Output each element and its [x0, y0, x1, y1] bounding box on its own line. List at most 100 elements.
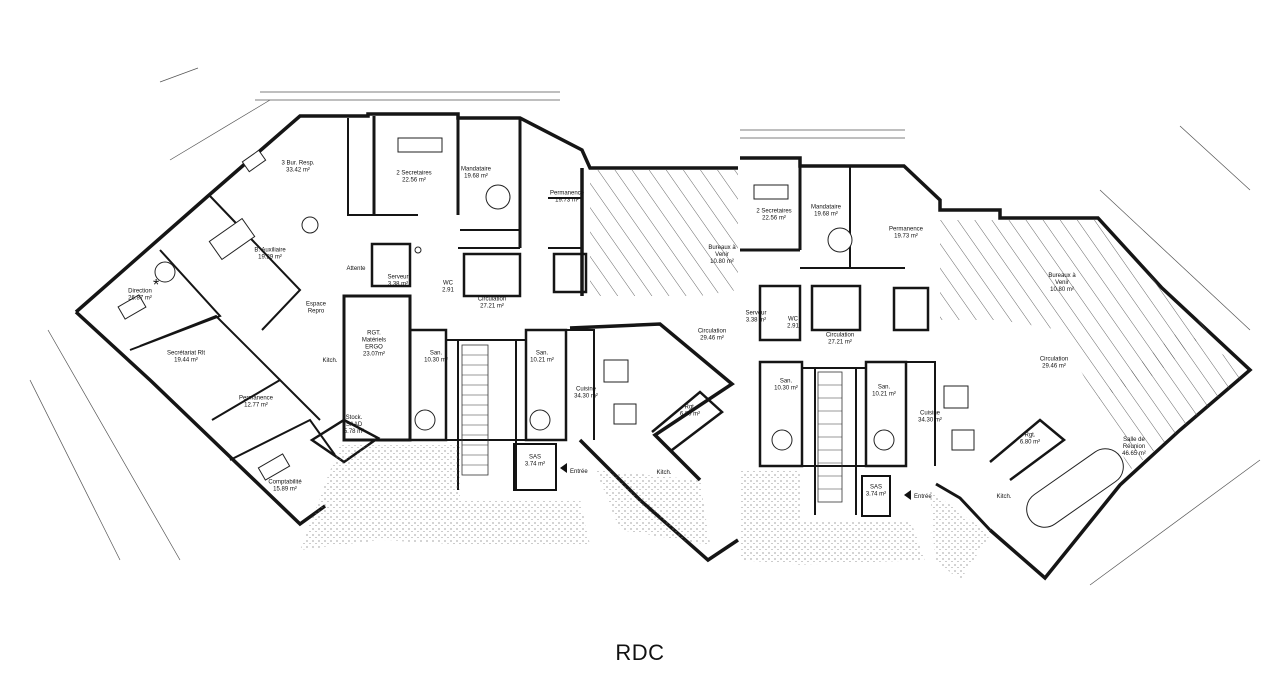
entrance-label-right: Entrée	[914, 494, 932, 500]
room-label-line: Mandataire	[461, 167, 492, 173]
room-label-line: 29.46 m²	[1042, 364, 1066, 370]
room-label-line: 46.65 m²	[1122, 451, 1146, 457]
room-label-line: 3.38 m²	[746, 318, 766, 324]
room-label-line: 10.80 m²	[710, 259, 734, 265]
room-label-line: Rgt.	[1024, 433, 1035, 439]
room-label-line: 2 Secretaires	[396, 171, 431, 177]
room-label-line: 6.80 m²	[680, 412, 700, 418]
room-label-line: 5.78 m²	[344, 429, 364, 435]
sas-box-left	[513, 443, 557, 491]
entrance-arrow-right	[904, 490, 911, 500]
plan-caption: RDC	[615, 640, 665, 665]
room-label-line: B. Auxiliaire	[254, 248, 286, 254]
room-label-line: 33.42 m²	[286, 168, 310, 174]
room-label-line: 3.74 m²	[866, 492, 886, 498]
room-label-line: Direction	[128, 289, 152, 295]
room-label-line: Bureaux à	[708, 245, 736, 251]
room-label-line: Cuisine	[576, 387, 597, 393]
room-label-line: RGT.	[367, 331, 381, 337]
room-label-line: Venir	[1055, 280, 1069, 286]
room-label-kitch-right: Kitch.	[996, 494, 1011, 500]
room-label-line: Salle de	[1123, 437, 1145, 443]
room-label-line: WC	[788, 317, 799, 323]
sas-box-right	[861, 475, 891, 517]
room-label-line: 15.89 m²	[273, 487, 297, 493]
room-label-line: Réunion	[1123, 444, 1145, 450]
future-offices-hatch-right	[940, 220, 1210, 400]
furniture-right	[753, 184, 975, 451]
room-label-line: Kitch.	[322, 358, 337, 364]
room-label-line: Espace	[306, 302, 327, 308]
room-label-line: Venir	[715, 252, 729, 258]
room-label-line: 10.21 m²	[530, 358, 554, 364]
room-label-line: 19.29 m²	[258, 255, 282, 261]
room-label-line: San.	[536, 351, 549, 357]
entrance-arrow-left	[560, 463, 567, 473]
room-label-line: 2.91	[442, 288, 454, 294]
room-label-line: 10.30 m²	[424, 358, 448, 364]
room-label-line: 27.21 m²	[828, 340, 852, 346]
room-label-line: 29.46 m²	[700, 336, 724, 342]
room-label-attente: Attente	[346, 266, 366, 272]
room-label-line: Rgt.	[684, 405, 695, 411]
room-label-3-bur-resp: 3 Bur. Resp.33.42 m²	[281, 161, 314, 174]
room-label-line: 27.21 m²	[480, 304, 504, 310]
room-label-line: 19.68 m²	[464, 174, 488, 180]
room-label-line: 10.80 m²	[1050, 287, 1074, 293]
room-label-line: Kitch.	[996, 494, 1011, 500]
room-label-line: Mandataire	[811, 205, 842, 211]
room-label-line: 19.73 m²	[555, 198, 579, 204]
room-label-line: 26.87 m²	[128, 296, 152, 302]
room-label-line: Serveur	[745, 311, 766, 317]
stairs-right	[817, 371, 843, 503]
room-label-line: 19.68 m²	[814, 212, 838, 218]
room-label-line: 3.38 m²	[388, 282, 408, 288]
room-label-line: Serveur	[387, 275, 408, 281]
room-label-kitch-2: Kitch.	[656, 470, 671, 476]
room-label-rgt: Rgt.6.80 m²	[680, 405, 700, 418]
room-label-line: 10.21 m²	[872, 392, 896, 398]
room-label-line: Circulation	[1040, 357, 1068, 363]
room-label-line: Attente	[346, 266, 366, 272]
room-label-kitch: Kitch.	[322, 358, 337, 364]
room-label-line: 34.30 m²	[918, 418, 942, 424]
stairs-left	[461, 344, 489, 476]
room-label-line: Circulation	[826, 333, 854, 339]
room-label-line: Circulation	[698, 329, 726, 335]
room-label-line: 19.44 m²	[174, 358, 198, 364]
outer-wall-left	[74, 112, 738, 527]
room-label-line: Kitch.	[656, 470, 671, 476]
room-label-line: Secrétariat Rlt	[167, 351, 205, 357]
room-label-line: Comptabilité	[268, 480, 302, 486]
room-label-line: Permanence	[239, 396, 274, 402]
room-label-line: San.	[878, 385, 891, 391]
room-label-line: 22.56 m²	[762, 216, 786, 222]
room-label-line: Permanence	[889, 227, 924, 233]
room-label-line: Circulation	[478, 297, 506, 303]
room-label-line: 22.56 m²	[402, 178, 426, 184]
room-label-line: Stock.	[346, 415, 363, 421]
room-label-line: 19.73 m²	[894, 234, 918, 240]
furniture-left	[117, 137, 637, 481]
